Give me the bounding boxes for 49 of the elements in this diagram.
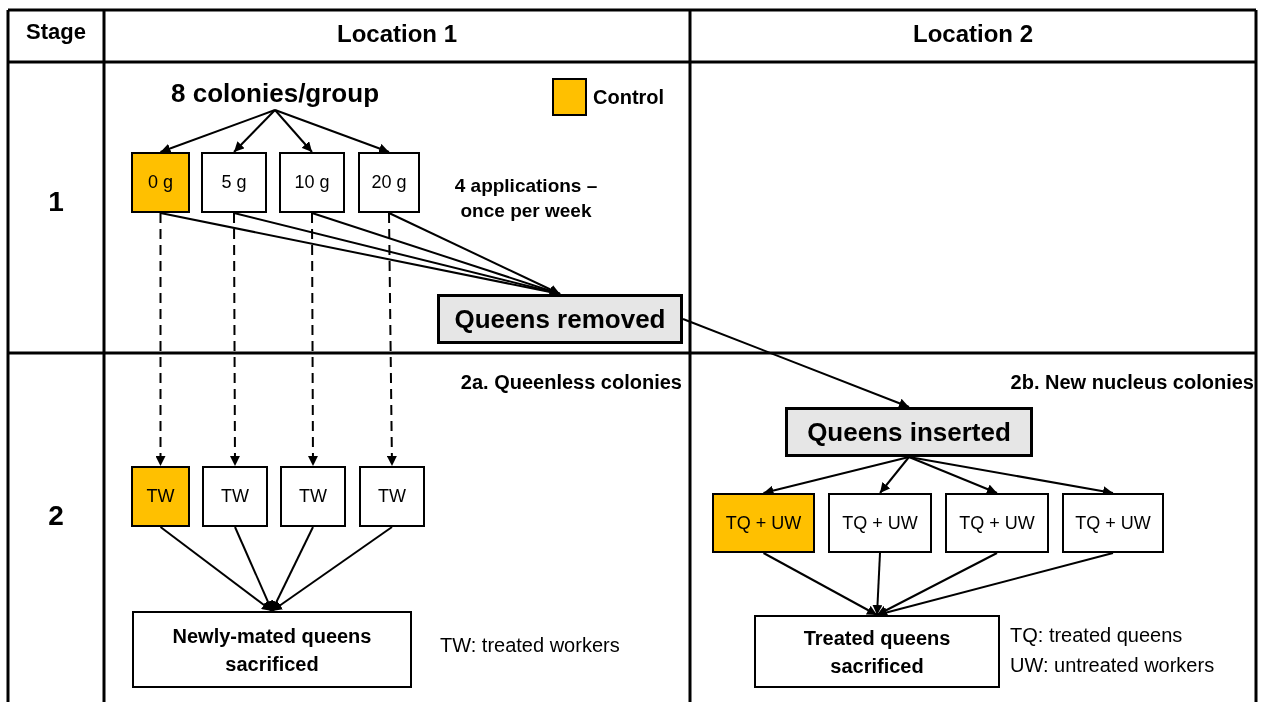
arrow xyxy=(159,109,276,154)
arrow xyxy=(234,526,273,612)
colony-box: TW xyxy=(359,466,425,527)
result-box: Newly-mated queens sacrificed xyxy=(132,611,412,688)
arrow xyxy=(388,212,561,295)
colony-box: TQ + UW xyxy=(1062,493,1164,553)
colony-box: TW xyxy=(280,466,346,527)
legend-label: Control xyxy=(593,85,666,110)
arrow xyxy=(682,318,910,409)
colony-box: 0 g xyxy=(131,152,190,213)
colony-box: TW xyxy=(202,466,268,527)
colony-box: 20 g xyxy=(358,152,420,213)
colony-box: 10 g xyxy=(279,152,345,213)
arrow xyxy=(233,109,276,153)
stage-number: 2 xyxy=(47,499,65,533)
column-header: Location 2 xyxy=(912,19,1034,49)
dashed-arrow xyxy=(307,212,318,467)
arrow xyxy=(762,456,910,496)
colony-box: TW xyxy=(131,466,190,527)
arrow xyxy=(159,526,273,612)
section-heading: 2b. New nucleus colonies xyxy=(1009,370,1254,395)
colony-box: TQ + UW xyxy=(945,493,1049,553)
arrow xyxy=(762,552,878,616)
dashed-arrow xyxy=(155,212,166,467)
colony-box: TQ + UW xyxy=(712,493,815,553)
group-heading: 8 colonies/group xyxy=(160,76,390,110)
note: 4 applications – once per week xyxy=(453,174,599,223)
note: TW: treated workers xyxy=(440,633,621,658)
colony-box: 5 g xyxy=(201,152,267,213)
arrow xyxy=(876,552,998,616)
dashed-arrow xyxy=(229,212,240,467)
arrow xyxy=(872,552,883,616)
dashed-arrow xyxy=(386,212,397,467)
colony-box: TQ + UW xyxy=(828,493,932,553)
column-header: Location 1 xyxy=(336,19,458,49)
column-header: Stage xyxy=(25,18,87,46)
arrow xyxy=(879,456,910,494)
stage-number: 1 xyxy=(47,185,65,219)
arrow xyxy=(274,109,390,154)
arrow xyxy=(908,456,998,494)
section-heading: 2a. Queenless colonies xyxy=(459,370,682,395)
arrow xyxy=(271,526,314,612)
result-box: Treated queens sacrificed xyxy=(754,615,1000,688)
step-box: Queens removed xyxy=(437,294,683,344)
note: TQ: treated queens xyxy=(1010,623,1184,648)
note: UW: untreated workers xyxy=(1010,653,1216,678)
arrow xyxy=(274,109,313,153)
arrow xyxy=(271,526,393,612)
step-box: Queens inserted xyxy=(785,407,1033,457)
